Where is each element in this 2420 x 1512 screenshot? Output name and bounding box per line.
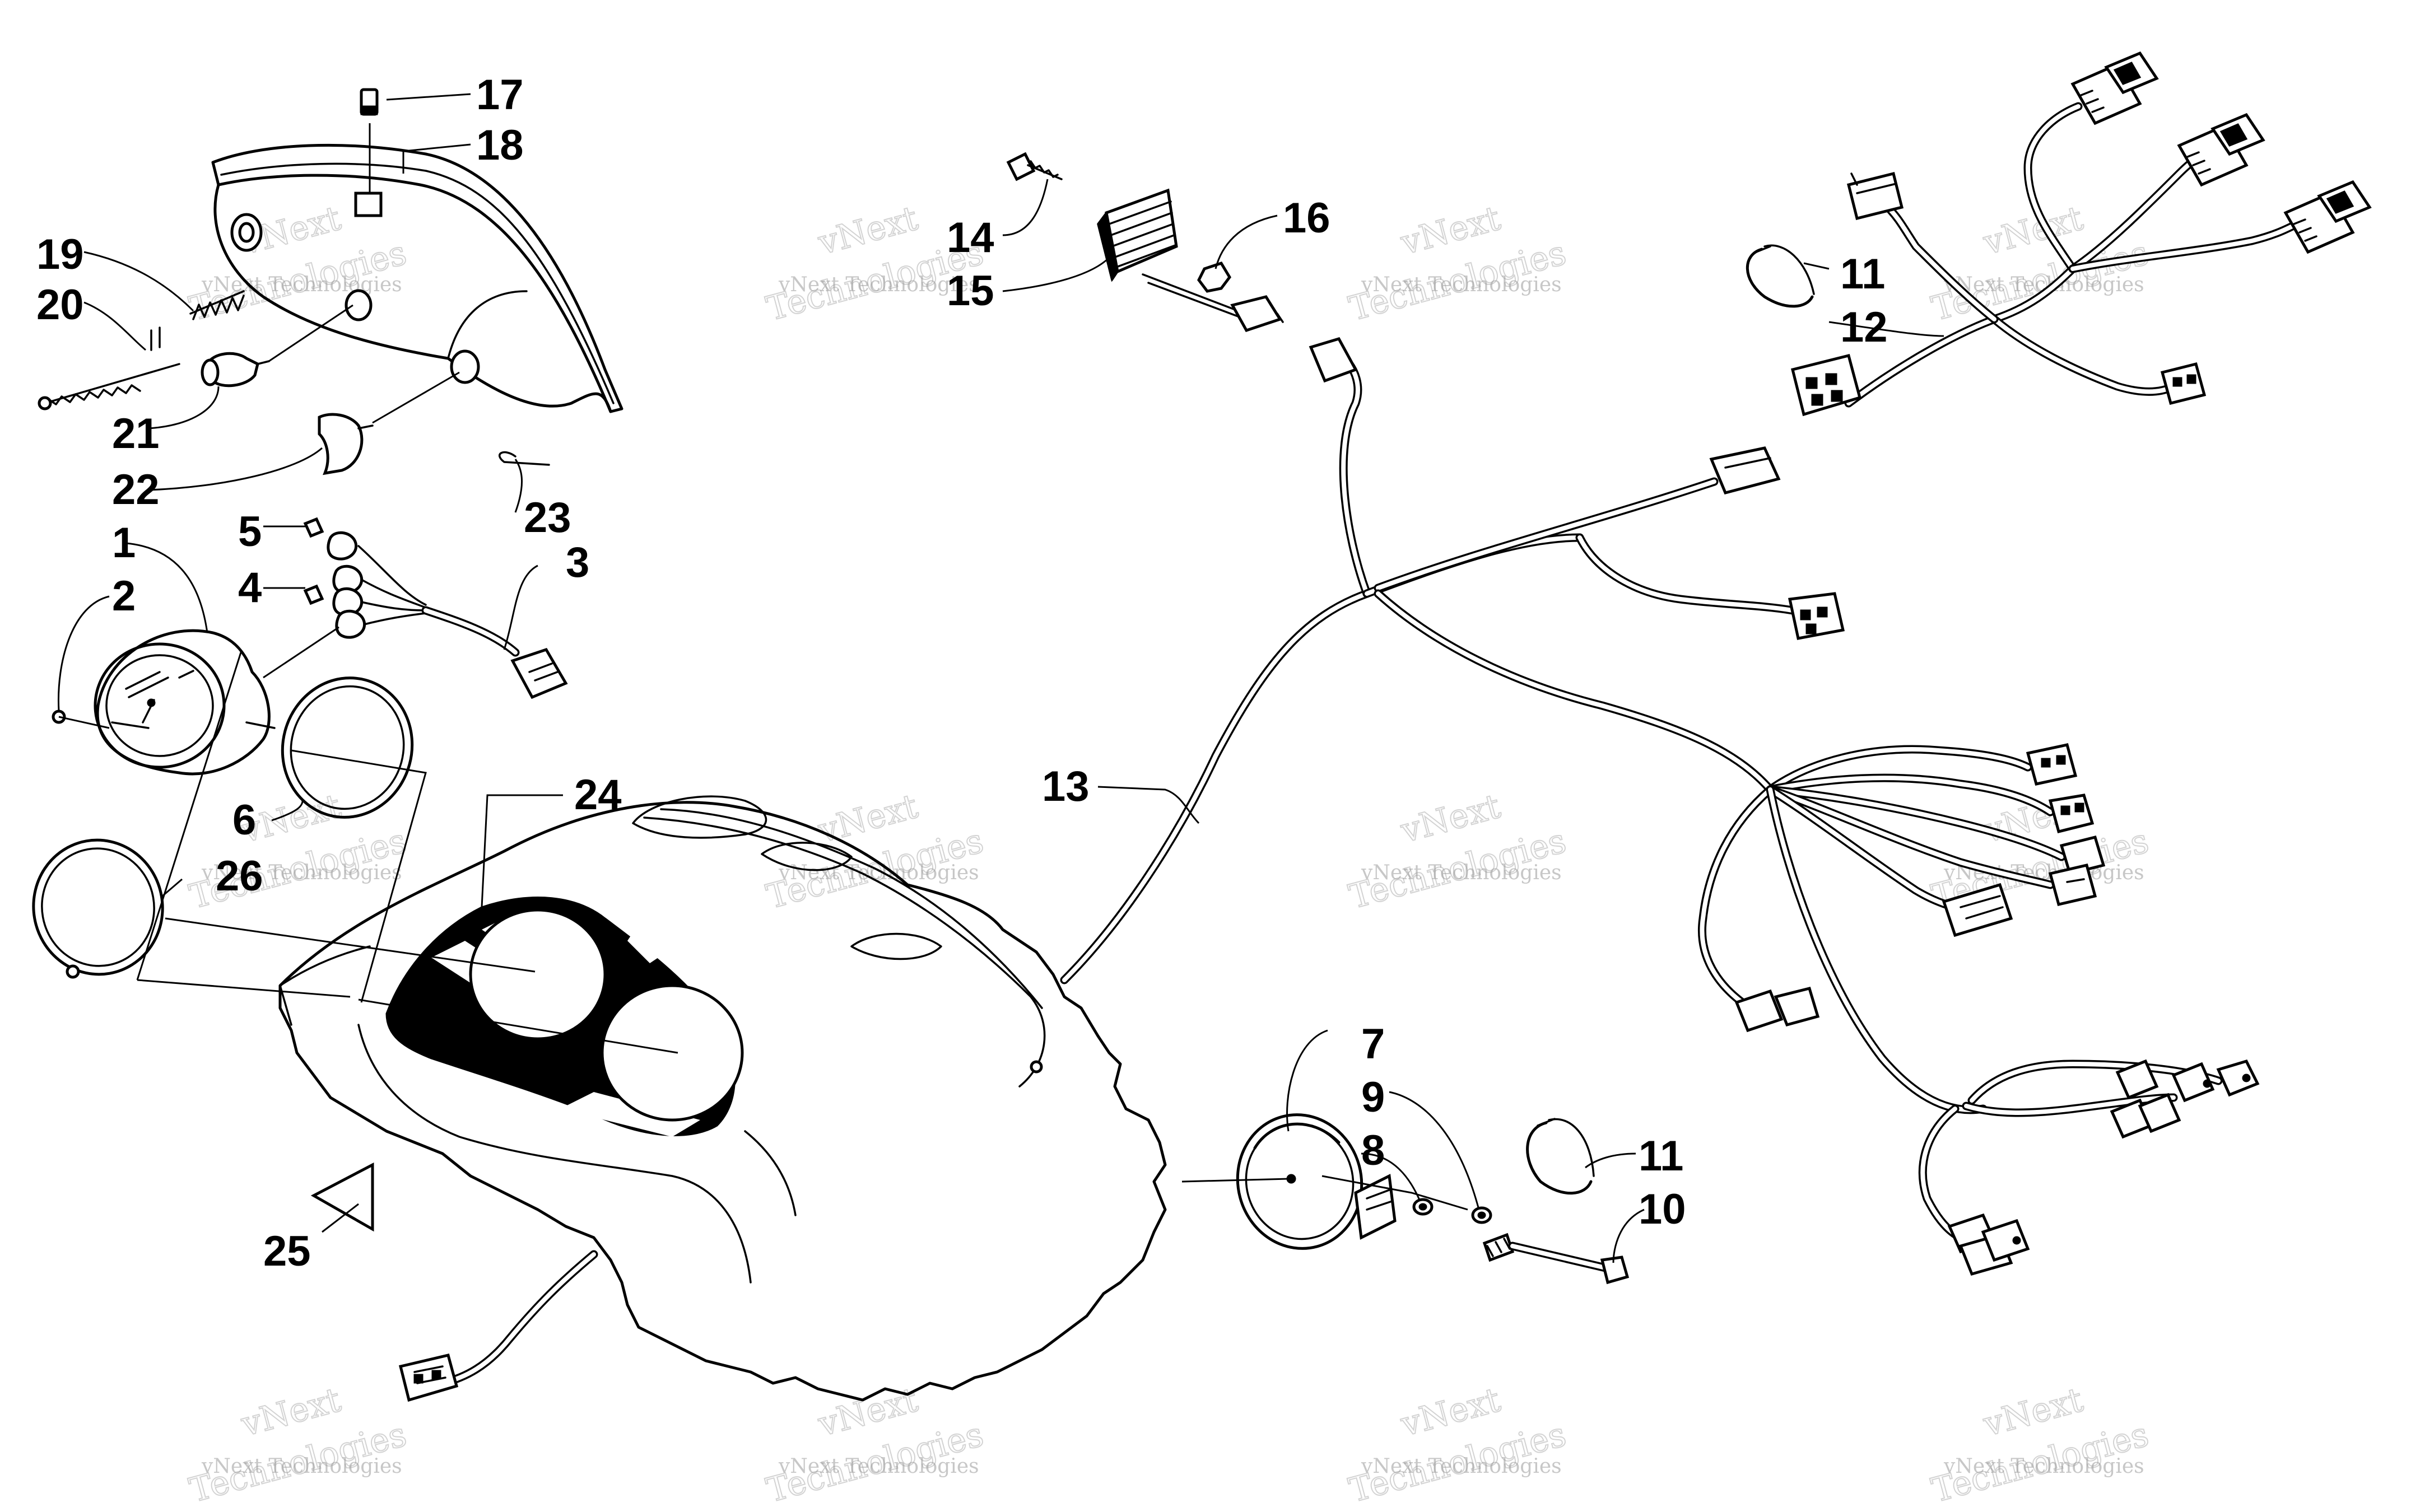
svg-text:vNext Technologies: vNext Technologies: [778, 1455, 979, 1478]
washer-8: [1412, 1198, 1434, 1216]
dash-console: [278, 795, 1167, 1402]
svg-text:vNext Technologies: vNext Technologies: [1361, 861, 1562, 884]
callout-22: 22: [112, 466, 160, 514]
svg-text:vNext Technologies: vNext Technologies: [1361, 1455, 1562, 1478]
spring-19: [189, 290, 245, 320]
callout-13: 13: [1042, 763, 1090, 810]
callout-23: 23: [524, 494, 571, 542]
callout-24: 24: [574, 771, 622, 819]
bulb-21: [201, 352, 270, 388]
washer-9: [1471, 1206, 1492, 1224]
svg-text:vNext Technologies: vNext Technologies: [778, 273, 979, 296]
clamp-11-lower: [1526, 1118, 1595, 1195]
callout-12: 12: [1840, 304, 1888, 351]
svg-text:vNext Technologies: vNext Technologies: [201, 861, 402, 884]
callout-25: 25: [263, 1228, 311, 1275]
callout-11-upper: 11: [1840, 250, 1885, 298]
watermark: vNext Technologies vNext Technologies: [762, 1380, 988, 1511]
watermark: vNext Technologies vNext Technologies: [1927, 1380, 2153, 1511]
headlight-assembly: [38, 88, 623, 475]
connector-top-3: [2283, 180, 2372, 254]
callout-14: 14: [947, 214, 994, 262]
harness-12: [1790, 51, 2372, 417]
callout-20: 20: [36, 281, 84, 329]
bezel-ring-6: [281, 676, 414, 819]
callout-16: 16: [1283, 194, 1330, 242]
clip-18: [354, 192, 383, 217]
svg-text:vNext Technologies: vNext Technologies: [201, 1455, 402, 1478]
callout-labels: 17 18 19 20 21 22 23 5 4 3 1 2 6 26 24 2…: [36, 71, 1888, 1275]
leader-lines: [57, 93, 1944, 1263]
callout-7: 7: [1361, 1020, 1385, 1068]
main-harness-13: [1060, 337, 2260, 1276]
callout-15: 15: [947, 267, 994, 315]
gauge-opening-left: [469, 908, 607, 1040]
cotter-pin-23: [499, 451, 550, 466]
watermark: vNext Technologies vNext Technologies: [185, 198, 411, 329]
callout-9: 9: [1361, 1074, 1385, 1121]
callout-2: 2: [112, 572, 136, 620]
watermark: vNext Technologies vNext Technologies: [1344, 786, 1571, 917]
clamp-11-upper: [1746, 244, 1815, 308]
voltage-regulator: [1006, 152, 1284, 333]
callout-3: 3: [566, 539, 589, 586]
callout-1: 1: [112, 519, 136, 567]
svg-text:vNext Technologies: vNext Technologies: [1943, 1455, 2144, 1478]
gauge-opening-right: [601, 984, 744, 1122]
callout-19: 19: [36, 231, 84, 278]
svg-text:vNext Technologies: vNext Technologies: [1361, 273, 1562, 296]
connector-top-2: [2177, 113, 2265, 187]
emblem-25: [310, 1162, 374, 1232]
callout-11-lower: 11: [1639, 1132, 1683, 1180]
speedometer-cup-7: [1236, 1113, 1397, 1250]
svg-text:vNext Technologies: vNext Technologies: [201, 273, 402, 296]
callout-5: 5: [238, 508, 262, 556]
callout-4: 4: [238, 564, 262, 612]
watermark: vNext Technologies vNext Technologies: [1344, 1380, 1571, 1511]
watermark: vNext Technologies vNext Technologies: [1344, 198, 1571, 329]
watermark: vNext Technologies vNext Technologies: [185, 1380, 411, 1511]
callout-26: 26: [216, 852, 263, 900]
connector-top-1: [2070, 51, 2159, 125]
svg-text:vNext Technologies: vNext Technologies: [778, 861, 979, 884]
callout-10: 10: [1639, 1186, 1686, 1233]
callout-6: 6: [232, 796, 256, 844]
callout-18: 18: [476, 122, 524, 169]
bulb-22: [318, 413, 374, 475]
callout-21: 21: [112, 410, 160, 458]
gauge-bulbs: [263, 517, 366, 679]
speedometer-gauge: [52, 629, 276, 776]
gauge-harness-3: [357, 545, 568, 699]
callout-17: 17: [476, 71, 524, 119]
speedometer-cable-10: [1482, 1233, 1630, 1285]
lens-26: [32, 838, 164, 979]
adjuster-screw-20: [38, 326, 180, 410]
callout-8: 8: [1361, 1127, 1385, 1174]
